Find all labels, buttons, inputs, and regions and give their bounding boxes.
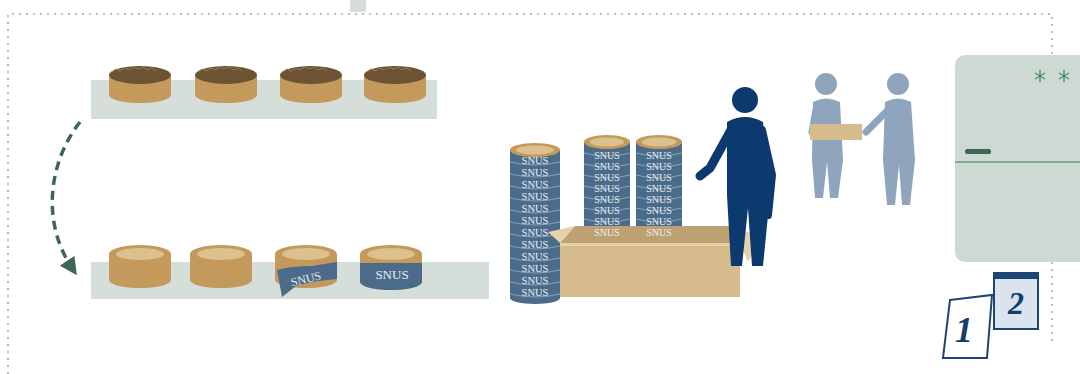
can-label: SNUS: [522, 216, 549, 227]
can-label: SNUS: [522, 228, 549, 239]
can-label: SNUS: [594, 184, 620, 194]
can-label: SNUS: [522, 240, 549, 251]
can-label: SNUS: [522, 192, 549, 203]
can-label: SNUS: [522, 204, 549, 215]
calendar: [943, 273, 1038, 358]
can-label: SNUS: [522, 168, 549, 179]
calendar-digit: 2: [1008, 287, 1024, 319]
can-label: SNUS: [594, 206, 620, 216]
can-label: SNUS: [646, 206, 672, 216]
worker-figure: [700, 87, 772, 266]
handover-figures: [810, 73, 915, 205]
can-label: SNUS: [646, 173, 672, 183]
can-label: SNUS: [522, 276, 549, 287]
can-label: SNUS: [522, 288, 549, 299]
lidded-cans: [109, 245, 422, 297]
can-label: SNUS: [522, 264, 549, 275]
can-label: SNUS: [646, 151, 672, 161]
connector-tab: [350, 0, 366, 12]
can-label: SNUS: [646, 184, 672, 194]
can-label: SNUS: [646, 228, 672, 238]
can-label: SNUS: [594, 217, 620, 227]
can-label: SNUS: [522, 180, 549, 191]
can-label: SNUS: [594, 151, 620, 161]
can-label: SNUS: [646, 195, 672, 205]
can-label: SNUS: [646, 217, 672, 227]
can-label: SNUS: [594, 162, 620, 172]
refrigerator: [955, 55, 1080, 262]
process-arrow: [52, 122, 80, 268]
calendar-digit: 1: [955, 312, 973, 348]
can-label: SNUS: [375, 268, 408, 281]
can-label: SNUS: [522, 156, 549, 167]
can-label: SNUS: [594, 228, 620, 238]
filled-cans: [109, 66, 426, 103]
frame-border: [1051, 262, 1053, 345]
can-label: SNUS: [594, 195, 620, 205]
frame-border: [8, 14, 1052, 374]
can-label: SNUS: [646, 162, 672, 172]
can-label: SNUS: [290, 269, 323, 288]
can-label: SNUS: [594, 173, 620, 183]
can-label: SNUS: [522, 252, 549, 263]
